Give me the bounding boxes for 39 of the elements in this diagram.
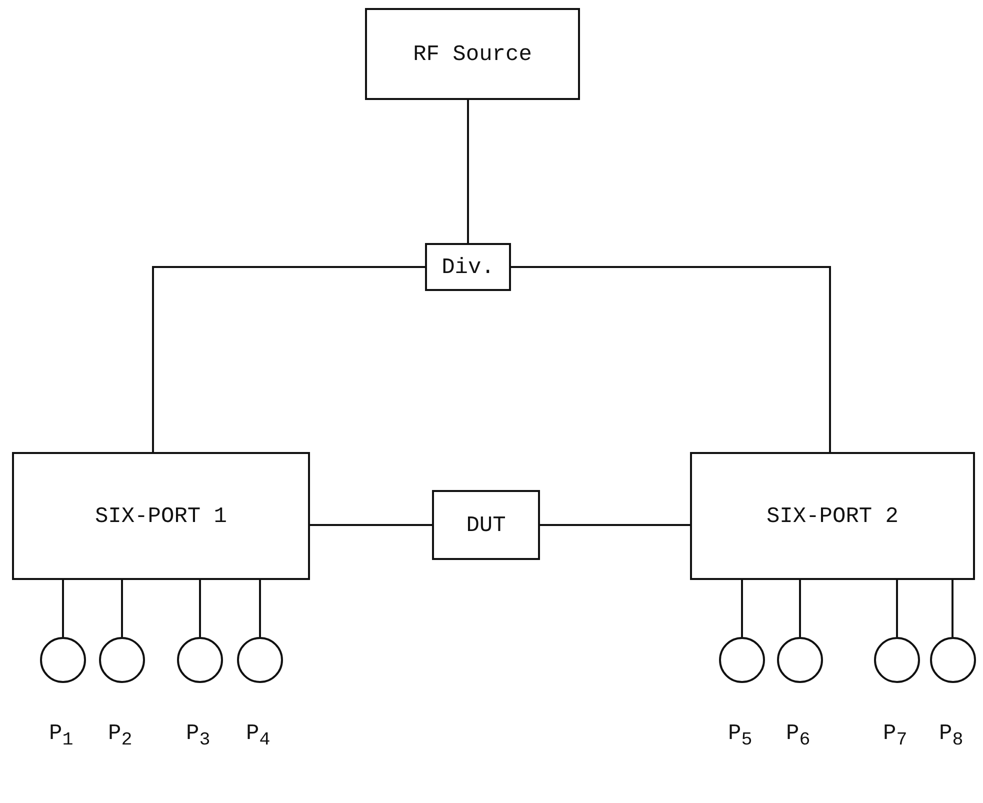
block-label: RF Source — [413, 42, 532, 66]
connector-line — [152, 266, 425, 452]
port-label: P$_{8}$ — [939, 721, 964, 750]
port-label: P$_{3}$ — [186, 721, 210, 750]
connector-line — [952, 580, 954, 637]
block-label: SIX-PORT 2 — [766, 504, 899, 528]
connector-line — [259, 580, 261, 637]
port-label: P$_{2}$ — [108, 721, 132, 750]
detector-circle — [99, 637, 145, 683]
connector-line — [896, 580, 898, 637]
block-box — [690, 452, 975, 580]
block-box — [432, 490, 540, 560]
detector-circle — [40, 637, 86, 683]
block-label: SIX-PORT 1 — [94, 504, 228, 528]
port-label: P$_{5}$ — [728, 721, 752, 750]
port-label: P$_{6}$ — [786, 721, 810, 750]
detector-circle — [719, 637, 765, 683]
detector-circle — [777, 637, 823, 683]
block-label: Div. — [442, 254, 494, 280]
connector-line — [199, 580, 201, 637]
detector-circle — [237, 637, 283, 683]
port-label: P$_{1}$ — [49, 721, 74, 750]
connector-line — [121, 580, 123, 637]
detector-circle — [930, 637, 976, 683]
block-label: DUT — [466, 512, 506, 538]
block-box — [365, 8, 580, 100]
block-box — [12, 452, 310, 580]
block-box — [425, 243, 511, 291]
port-label: P$_{7}$ — [883, 721, 908, 750]
connector-line — [540, 524, 690, 526]
connector-line — [310, 524, 432, 526]
connector-line — [467, 100, 469, 243]
connector-line — [62, 580, 64, 637]
port-label: P$_{4}$ — [246, 721, 270, 750]
detector-circle — [177, 637, 223, 683]
connector-line — [741, 580, 743, 637]
connector-line — [799, 580, 801, 637]
detector-circle — [874, 637, 920, 683]
connector-line — [511, 266, 831, 452]
